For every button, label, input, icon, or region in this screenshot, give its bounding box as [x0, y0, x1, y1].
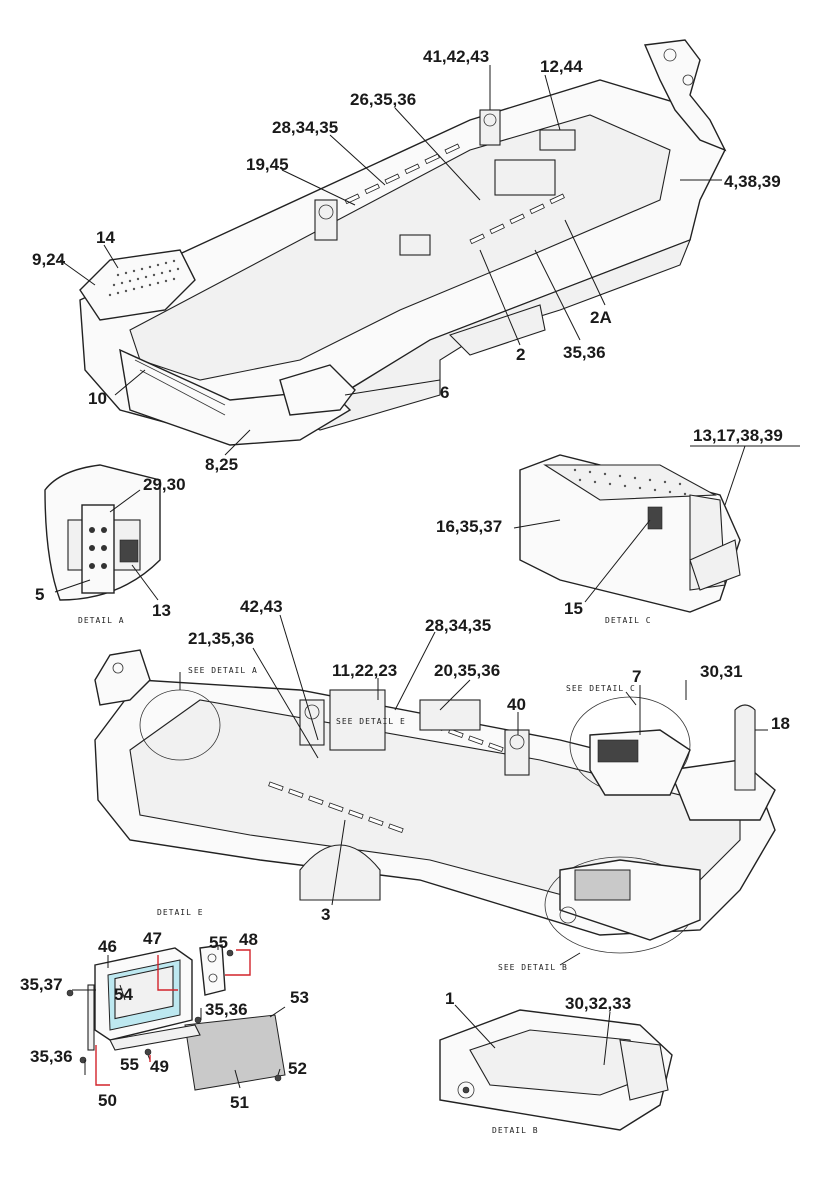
see-detail-e-label: SEE DETAIL E [336, 717, 406, 726]
callout-11-22-23: 11,22,23 [332, 661, 397, 680]
callout-26-35-36: 26,35,36 [350, 90, 416, 109]
callout-18: 18 [771, 714, 790, 733]
callout-47: 47 [143, 929, 162, 948]
lower-leaders [179, 614, 768, 966]
callout-40: 40 [507, 695, 526, 714]
callout-6: 6 [440, 383, 449, 402]
callout-12-44: 12,44 [540, 57, 583, 76]
deck-slots-top [344, 143, 565, 245]
callout-29-30: 29,30 [143, 475, 186, 494]
callout-35-36: 35,36 [563, 343, 606, 362]
detail-c: 13,17,38,39 16,35,37 15 DETAIL C [436, 426, 800, 625]
callout-35-36-right: 35,36 [205, 1000, 248, 1019]
detail-a-bolt-holes [89, 527, 107, 569]
detail-a: 29,30 5 13 DETAIL A [35, 464, 186, 625]
see-detail-a-label: SEE DETAIL A [188, 666, 258, 675]
callout-50: 50 [98, 1091, 117, 1110]
callout-30-32-33: 30,32,33 [565, 994, 631, 1013]
callout-54: 54 [114, 985, 133, 1004]
detail-c-label: DETAIL C [605, 616, 652, 625]
callout-4-38-39: 4,38,39 [724, 172, 781, 191]
top-leaders [59, 65, 722, 456]
callout-55-top: 55 [209, 933, 228, 952]
callout-1: 1 [445, 989, 454, 1008]
callout-7: 7 [632, 667, 641, 686]
callout-9-24: 9,24 [32, 250, 66, 269]
callout-10: 10 [88, 389, 107, 408]
callout-16-35-37: 16,35,37 [436, 517, 502, 536]
callout-14: 14 [96, 228, 115, 247]
callout-20-35-36: 20,35,36 [434, 661, 500, 680]
callout-35-37: 35,37 [20, 975, 63, 994]
callout-19-45: 19,45 [246, 155, 289, 174]
callout-55-bottom: 55 [120, 1055, 139, 1074]
callout-35-36-left: 35,36 [30, 1047, 73, 1066]
top-callouts: 41,42,43 12,44 26,35,36 28,34,35 19,45 4… [32, 47, 781, 474]
callout-2A: 2A [590, 308, 612, 327]
callout-13: 13 [152, 601, 171, 620]
callout-46: 46 [98, 937, 117, 956]
see-detail-c-label: SEE DETAIL C [566, 684, 636, 693]
detail-e: DETAIL E [20, 908, 309, 1112]
callout-51: 51 [230, 1093, 249, 1112]
callout-8-25: 8,25 [205, 455, 238, 474]
lower-callouts: 42,43 28,34,35 21,35,36 11,22,23 20,35,3… [188, 597, 790, 972]
detail-e-label: DETAIL E [157, 908, 204, 917]
see-detail-b-label: SEE DETAIL B [498, 963, 568, 972]
callout-52: 52 [288, 1059, 307, 1078]
detail-b-label: DETAIL B [492, 1126, 539, 1135]
callout-21-35-36: 21,35,36 [188, 629, 254, 648]
callout-49: 49 [150, 1057, 169, 1076]
callout-5: 5 [35, 585, 44, 604]
callout-28-34-35: 28,34,35 [272, 118, 338, 137]
callout-30-31: 30,31 [700, 662, 743, 681]
detail-b: 1 30,32,33 DETAIL B [439, 989, 673, 1135]
detail-a-label: DETAIL A [78, 616, 125, 625]
callout-53: 53 [290, 988, 309, 1007]
callout-2: 2 [516, 345, 525, 364]
top-frame-drawing [79, 39, 727, 446]
detail-c-grid [573, 468, 687, 496]
callout-13-17-38-39: 13,17,38,39 [693, 426, 783, 445]
callout-42-43: 42,43 [240, 597, 283, 616]
callout-48: 48 [239, 930, 258, 949]
callout-3: 3 [321, 905, 330, 924]
lower-frame-drawing [94, 649, 776, 954]
callout-28-34-35: 28,34,35 [425, 616, 491, 635]
callout-41-42-43: 41,42,43 [423, 47, 489, 66]
callout-15: 15 [564, 599, 583, 618]
step-grid-left [108, 259, 180, 297]
